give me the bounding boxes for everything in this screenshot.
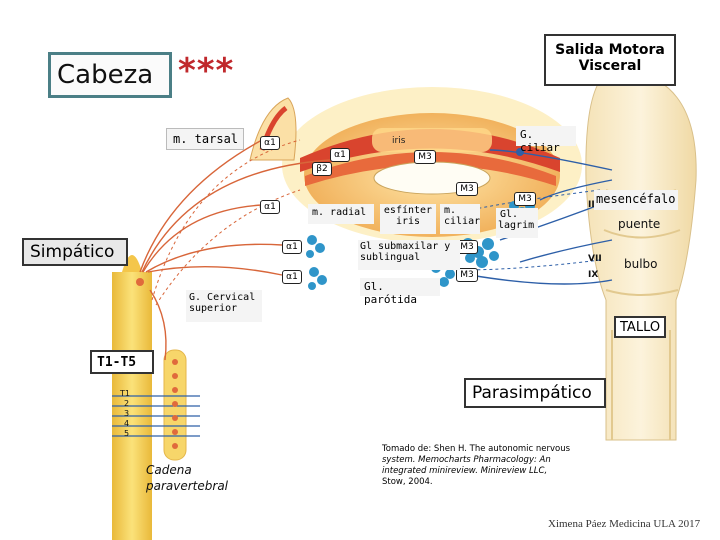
mesencefalo-label: mesencéfalo	[594, 190, 678, 210]
source-line-1: Tomado de: Shen H. The autonomic nervous	[382, 444, 571, 454]
g-cervical-line-1: G. Cervical	[189, 292, 256, 303]
source-citation: Tomado de: Shen H. The autonomic nervous…	[382, 444, 602, 494]
cranial-nerve-vii: VII	[588, 254, 602, 264]
gl-lagrim-label: Gl. lagrim	[496, 208, 538, 238]
receptor-alpha1-radial: α1	[330, 148, 350, 162]
salida-motora-box: Salida Motora Visceral	[544, 34, 676, 86]
g-ciliar-text: G. ciliar	[520, 128, 560, 154]
cranial-nerve-iii: III	[588, 200, 598, 210]
parasimpatico-box: Parasimpático	[464, 378, 606, 408]
spinal-level-5: 5	[124, 429, 130, 438]
iris-band	[300, 129, 560, 172]
iris-band-lower	[305, 152, 556, 186]
iris-label: iris	[392, 136, 406, 146]
m-ciliar-line-2: ciliar	[444, 216, 481, 227]
receptor-m3-parotid: M3	[456, 268, 478, 282]
eyelid	[249, 97, 297, 161]
gl-lagrim-line-1: Gl.	[500, 209, 519, 220]
esfinter-line-2: iris	[395, 216, 421, 227]
m-ciliar-label: m. ciliar	[440, 204, 480, 234]
t1-t5-box: T1-T5	[90, 350, 154, 374]
cadena-line-1: Cadena	[146, 463, 192, 477]
ciliary-ganglion	[516, 148, 524, 156]
source-line-3: integrated minireview. Minireview LLC,	[382, 466, 548, 476]
receptor-alpha1-tarsal: α1	[260, 136, 280, 150]
spinal-level-2: 2	[124, 399, 130, 408]
credit: Ximena Páez Medicina ULA 2017	[548, 518, 701, 530]
receptor-m3-iris: M3	[414, 150, 436, 164]
gl-parotida-label: Gl. parótida	[360, 278, 440, 306]
t1-t5-text: T1-T5	[97, 355, 137, 370]
gl-parotida-text: Gl. parótida	[364, 280, 417, 306]
esfinter-iris-label: esfínter iris	[380, 204, 436, 234]
gl-submaxilar-line-1: Gl submaxilar y	[360, 241, 451, 252]
title-stars: ***	[178, 51, 235, 91]
m-radial-label: m. radial	[308, 204, 374, 224]
simpatico-text: Simpático	[30, 242, 115, 262]
source-line-2: system. Memocharts Pharmacology: An	[382, 455, 551, 465]
mesencefalo-text: mesencéfalo	[596, 192, 676, 206]
m-ciliar-line-1: m.	[444, 205, 457, 216]
brainstem	[585, 69, 697, 441]
simpatico-box: Simpático	[22, 238, 128, 266]
receptor-m3-lacrimal: M3	[514, 192, 536, 206]
g-cervical-label: G. Cervical superior	[186, 290, 262, 322]
parasimpatico-text: Parasimpático	[472, 383, 592, 403]
receptor-alpha1-eye: α1	[260, 200, 280, 214]
g-ciliar-label: G. ciliar	[516, 126, 576, 154]
page-title: Cabeza	[57, 60, 154, 90]
esfinter-line-1: esfínter	[383, 205, 433, 216]
cranial-nerve-ix: IX	[588, 270, 599, 280]
g-cervical-line-2: superior	[189, 303, 238, 314]
receptor-beta2-iris: β2	[312, 162, 332, 176]
sympathetic-salivary-glands	[306, 235, 327, 290]
sympathetic-fibres-dashed	[151, 139, 301, 306]
cervical-ganglion	[136, 278, 144, 286]
gl-lagrim-line-2: lagrim	[498, 220, 535, 231]
m-tarsal-text: m. tarsal	[173, 132, 239, 146]
spinal-level-t1: T1	[120, 389, 130, 398]
bulbo-label: bulbo	[624, 257, 658, 271]
cadena-line-2: paravertebral	[146, 479, 229, 493]
salida-line-2: Visceral	[578, 58, 642, 74]
source-line-4: Stow, 2004.	[382, 477, 433, 487]
salida-line-1: Salida Motora	[555, 42, 665, 58]
gl-submaxilar-line-2: sublingual	[360, 252, 421, 263]
receptor-m3-ciliar: M3	[456, 182, 478, 196]
spinal-level-3: 3	[124, 409, 130, 418]
receptor-alpha1-parotid: α1	[282, 270, 302, 284]
m-radial-text: m. radial	[312, 207, 367, 218]
tallo-box: TALLO	[614, 316, 666, 338]
paravertebral-ganglia	[172, 359, 178, 449]
spinal-level-lines	[112, 395, 200, 437]
receptor-alpha1-submax: α1	[282, 240, 302, 254]
cornea-cap	[372, 128, 492, 152]
spinal-level-4: 4	[124, 419, 130, 428]
m-tarsal-label: m. tarsal	[166, 128, 244, 150]
tallo-text: TALLO	[620, 320, 661, 335]
puente-label: puente	[618, 217, 661, 231]
title-box: Cabeza	[48, 52, 172, 98]
gl-submaxilar-label: Gl submaxilar y sublingual	[358, 240, 460, 270]
